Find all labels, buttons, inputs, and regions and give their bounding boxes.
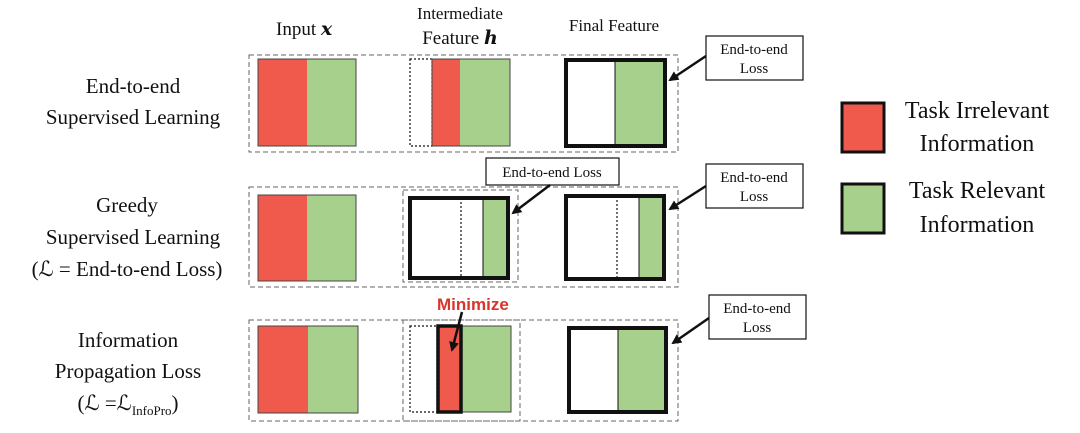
row2-input-outline [257, 194, 357, 282]
row3-label-line1: Information [78, 328, 179, 352]
row1-loss-arrow [668, 54, 707, 82]
row2-label-line1: Greedy [96, 193, 158, 217]
row2-intermediate-loss-box [485, 157, 620, 186]
row2-label-line2: Supervised Learning [46, 225, 221, 249]
row1-loss-box [705, 35, 804, 81]
row1-final-relevant [615, 60, 665, 146]
row3: Minimize End-to-end Loss [248, 294, 807, 422]
row1-loss-line2: Loss [740, 61, 769, 77]
row2-intermediate-relevant [483, 198, 508, 278]
row1-input-relevant [307, 59, 356, 146]
row2-final-frame [564, 194, 666, 281]
legend: Task Irrelevant Information Task Relevan… [840, 98, 1050, 238]
row2-intermediate-loss-arrow [511, 184, 551, 215]
row2-loss-line2: Loss [740, 189, 769, 205]
header-intermediate-line2: Feature h [422, 27, 498, 49]
row3-intermediate-discarded [409, 325, 438, 413]
row1-intermediate-discarded [409, 58, 433, 147]
row2-dashed-frame [248, 186, 679, 288]
legend-irrelevant-swatch [840, 101, 886, 154]
row1-loss-line1: End-to-end [720, 42, 788, 58]
row3-loss-arrow [671, 316, 710, 345]
row2-loss-arrow [668, 184, 707, 211]
row2-loss-box [705, 163, 804, 209]
row3-label-line2: Propagation Loss [55, 359, 201, 383]
header-final-feature: Final Feature [569, 16, 659, 35]
legend-relevant-swatch [840, 182, 886, 235]
row3-intermediate-relevant [461, 326, 511, 412]
row1-label-line1: End-to-end [86, 74, 181, 98]
row3-loss-line2: Loss [743, 320, 772, 336]
row2-final-relevant [639, 196, 664, 279]
row3-final-relevant [618, 328, 666, 412]
row2-input-irrelevant [258, 195, 307, 281]
row3-loss-box [708, 294, 807, 340]
row2-input-relevant [307, 195, 356, 281]
minimize-arrow [449, 311, 464, 352]
row3-input-irrelevant [258, 326, 308, 413]
legend-irrelevant-line2: Information [920, 131, 1035, 157]
row1: End-to-end Loss [248, 35, 804, 153]
row3-loss-line1: End-to-end [723, 301, 791, 317]
row-labels: End-to-end Supervised Learning Greedy Su… [32, 74, 223, 418]
minimize-label: Minimize [437, 295, 509, 314]
row2: End-to-end Loss End-to-end Loss [248, 157, 804, 288]
row2-intermediate-loss-label: End-to-end Loss [502, 165, 602, 181]
header-input: Input x [276, 18, 333, 40]
column-headers: Input x Intermediate Feature h Final Fea… [276, 4, 659, 49]
row1-label-line2: Supervised Learning [46, 105, 221, 129]
legend-irrelevant-line1: Task Irrelevant [905, 98, 1050, 124]
row1-intermediate-irrelevant [432, 59, 460, 146]
row3-label-line3: (ℒ =ℒInfoPro) [77, 391, 178, 418]
row1-input-outline [257, 58, 357, 147]
legend-relevant-line2: Information [920, 212, 1035, 238]
row3-input-relevant [308, 326, 358, 413]
row1-input-irrelevant [258, 59, 307, 146]
legend-relevant-line1: Task Relevant [909, 178, 1046, 204]
row2-intermediate-dashed-frame [402, 189, 519, 283]
row1-intermediate-relevant [460, 59, 510, 146]
row1-dashed-frame [248, 54, 679, 153]
row2-label-line3: (ℒ = End-to-end Loss) [32, 257, 223, 281]
row3-input-outline [257, 325, 359, 414]
row2-intermediate-frame [408, 196, 510, 280]
header-intermediate-line1: Intermediate [417, 4, 503, 23]
row2-loss-line1: End-to-end [720, 170, 788, 186]
row3-intermediate-irrelevant-minimized [436, 324, 463, 414]
row3-intermediate-dashed-frame [402, 319, 521, 422]
row1-intermediate-outline [431, 58, 511, 147]
